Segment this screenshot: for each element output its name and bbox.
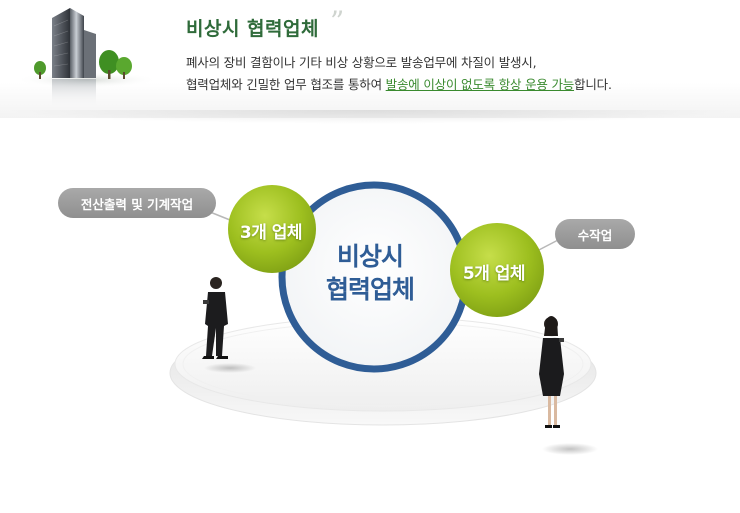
center-label-line-1: 비상시 [336,242,404,271]
bubble-left-label: 3개 업체 [239,223,303,243]
page-title: 비상시 협력업체 [186,18,319,40]
businesswoman-figure [539,316,598,455]
tag-computer-output: 전산출력 및 기계작업 [58,188,216,218]
businessman-figure [202,277,256,373]
partner-diagram: 비상시 협력업체 3개 업체 5개 업체 전산출력 및 기계작업 수작업 [0,124,740,513]
center-label: 비상시 협력업체 [316,240,424,306]
bubble-left-circle [228,185,316,273]
bubble-right-circle [450,223,544,317]
building-illustration [15,8,159,109]
description-line-1: 폐사의 장비 결함이나 기타 비상 상황으로 발송업무에 차질이 발생시, [186,55,537,70]
description-line-2: 협력업체와 긴밀한 업무 협조를 통하여 발송에 이상이 없도록 항상 운용 가… [186,74,612,93]
header-shadow [0,110,740,124]
tag-manual-work: 수작업 [555,219,635,249]
header-banner: 비상시 협력업체 ” 폐사의 장비 결함이나 기타 비상 상황으로 발송업무에 … [0,0,740,118]
highlight-text: 발송에 이상이 없도록 항상 운용 가능 [385,77,575,92]
diagram-graphics [169,181,598,455]
description-text: 협력업체와 긴밀한 업무 협조를 통하여 [186,77,386,92]
bubble-right-label: 5개 업체 [462,264,526,284]
description-suffix: 합니다. [574,77,612,92]
quote-mark-icon: ” [330,5,345,38]
center-label-line-2: 협력업체 [325,275,415,304]
